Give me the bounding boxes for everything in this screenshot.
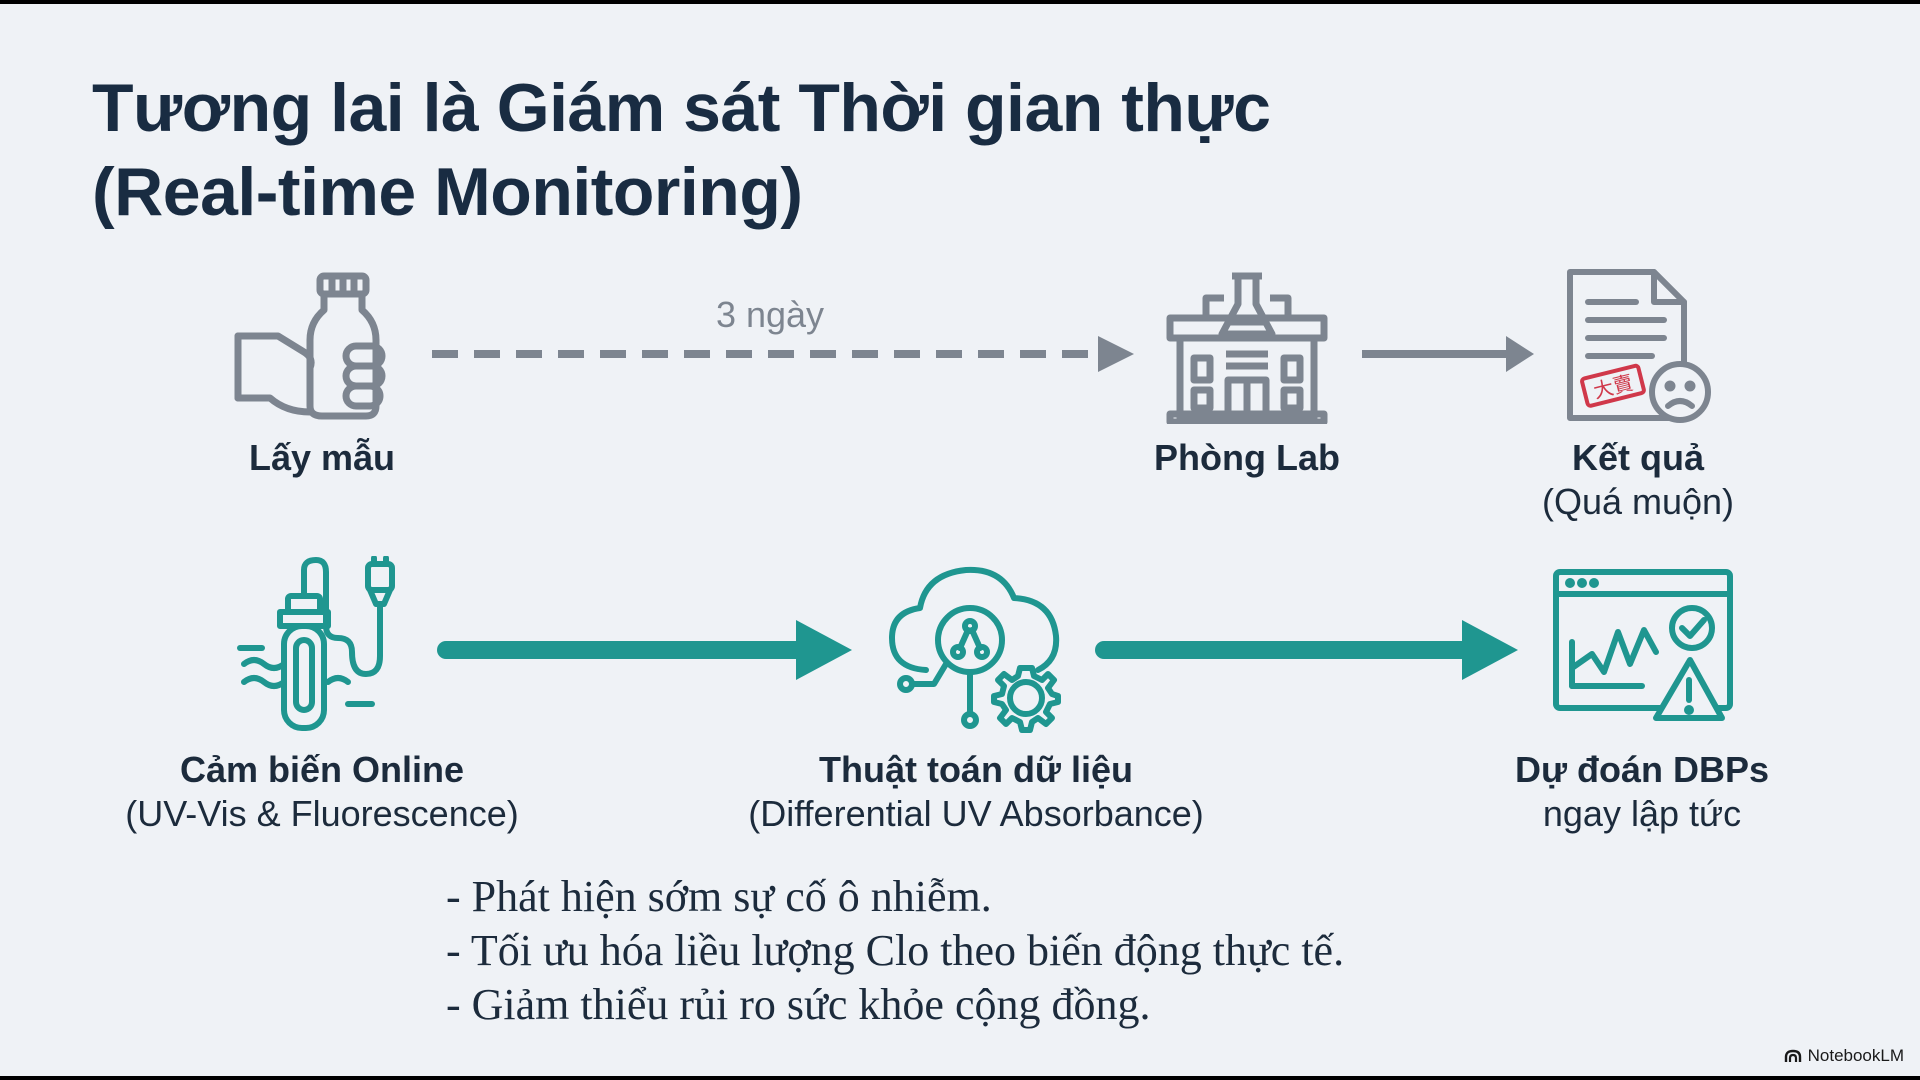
node-result-label: Kết quả (Quá muộn): [1542, 436, 1734, 524]
node-algorithm-main: Thuật toán dữ liệu: [818, 749, 1134, 790]
lab-to-result-arrow: [1362, 336, 1534, 372]
node-result-main: Kết quả: [1571, 437, 1705, 478]
slide: Tương lai là Giám sát Thời gian thực (Re…: [0, 4, 1920, 1076]
delay-dashed-arrow: [432, 336, 1134, 372]
stamp: 大賣: [1580, 363, 1646, 408]
node-lab-main: Phòng Lab: [1154, 437, 1340, 478]
benefit-item: - Giảm thiểu rủi ro sức khỏe cộng đồng.: [446, 980, 1151, 1029]
node-prediction-sub: ngay lập tức: [1542, 793, 1742, 834]
brand-text: NotebookLM: [1807, 1046, 1904, 1065]
flow-arrows: [432, 336, 1534, 680]
sensor-to-algorithm-arrow: [437, 620, 852, 680]
node-sampling-main: Lấy mẫu: [248, 437, 396, 478]
algorithm-to-prediction-arrow: [1095, 620, 1518, 680]
laboratory-building-icon: [1166, 272, 1328, 424]
benefit-item: - Tối ưu hóa liều lượng Clo theo biến độ…: [446, 926, 1345, 975]
notebooklm-logo-icon: [1784, 1049, 1801, 1062]
node-prediction-label: Dự đoán DBPs ngay lập tức: [1515, 748, 1769, 836]
title-line-2: (Real-time Monitoring): [92, 154, 803, 230]
node-sensor-label: Cảm biến Online (UV-Vis & Fluorescence): [125, 748, 518, 836]
node-prediction-main: Dự đoán DBPs: [1514, 749, 1770, 790]
page-title: Tương lai là Giám sát Thời gian thực (Re…: [92, 66, 1271, 234]
node-lab-label: Phòng Lab: [1154, 436, 1340, 480]
online-sensor-probe-icon: [237, 556, 395, 731]
delay-label: 3 ngày: [715, 294, 825, 335]
monitor-chart-alert-icon: [1553, 569, 1733, 721]
node-sensor-sub: (UV-Vis & Fluorescence): [125, 793, 519, 834]
report-sad-face-icon: 大賣: [1567, 269, 1711, 423]
cloud-algorithm-gear-icon: [889, 566, 1061, 733]
hand-holding-bottle-icon: [234, 272, 386, 420]
node-sampling-label: Lấy mẫu: [249, 436, 395, 480]
title-line-1: Tương lai là Giám sát Thời gian thực: [92, 70, 1271, 146]
node-sensor-main: Cảm biến Online: [179, 749, 465, 790]
notebooklm-brand: NotebookLM: [1784, 1046, 1904, 1066]
node-algorithm-label: Thuật toán dữ liệu (Differential UV Abso…: [748, 748, 1204, 836]
benefit-item: - Phát hiện sớm sự cố ô nhiễm.: [446, 872, 992, 921]
node-result-sub: (Quá muộn): [1541, 481, 1735, 522]
node-algorithm-sub: (Differential UV Absorbance): [748, 793, 1204, 834]
benefit-list: - Phát hiện sớm sự cố ô nhiễm. - Tối ưu …: [446, 870, 1344, 1032]
